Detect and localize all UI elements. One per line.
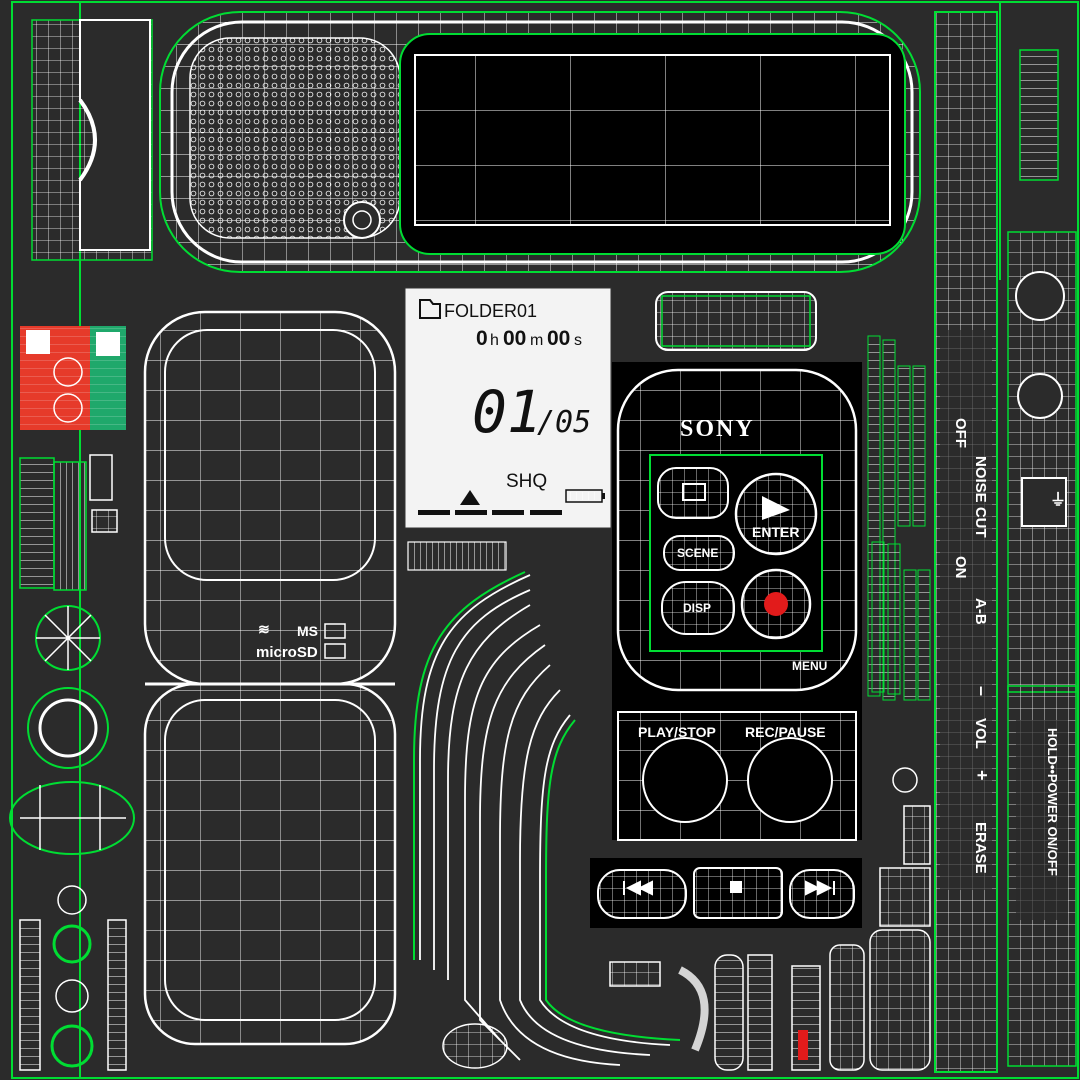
side-label-ab: A-B bbox=[972, 598, 989, 625]
lcd-display: FOLDER01 0 h 00 m 00 s 01 /05 SHQ bbox=[404, 287, 612, 529]
record-dot-icon bbox=[764, 592, 788, 616]
top-face-panel bbox=[159, 11, 921, 273]
stop-button[interactable] bbox=[693, 867, 783, 919]
side-label-vol: VOL bbox=[972, 718, 989, 749]
folder-button[interactable] bbox=[657, 467, 729, 519]
far-right-strip: ⏚ HOLD••POWER ON/OFF bbox=[1007, 49, 1077, 1067]
enter-label: ENTER bbox=[752, 524, 799, 540]
play-stop-label: PLAY/STOP bbox=[638, 724, 716, 740]
play-icon bbox=[762, 496, 790, 520]
media-logos: ≋ MS microSD bbox=[256, 621, 346, 661]
scene-button[interactable]: SCENE bbox=[663, 535, 735, 571]
lcd-track-total: /05 bbox=[537, 405, 591, 440]
lcd-level-meter bbox=[418, 490, 562, 515]
back-panel-mesh bbox=[143, 310, 397, 1046]
rec-pause-button[interactable]: REC/PAUSE bbox=[745, 724, 833, 823]
left-clip-mesh bbox=[31, 19, 153, 261]
svg-text:s: s bbox=[574, 332, 582, 349]
lcd-time-seconds: 00 bbox=[547, 327, 570, 350]
side-label-off: OFF bbox=[952, 418, 969, 448]
folder-icon bbox=[419, 299, 441, 319]
disp-label: DISP bbox=[683, 601, 711, 615]
rewind-button[interactable] bbox=[597, 869, 687, 919]
top-knob-mesh bbox=[655, 291, 817, 351]
svg-text:≋: ≋ bbox=[258, 621, 270, 637]
bottom-parts bbox=[442, 767, 931, 1071]
curved-strips-seams bbox=[413, 571, 681, 1041]
side-label-plus: + bbox=[972, 770, 992, 781]
lcd-time-hours: 0 bbox=[476, 327, 488, 350]
battery-icon bbox=[565, 489, 605, 503]
enter-button[interactable]: ENTER bbox=[734, 472, 818, 556]
forward-icon bbox=[805, 880, 835, 896]
stop-icon bbox=[730, 881, 742, 893]
side-labels: OFF NOISE CUT ON A-B – VOL + ERASE bbox=[952, 418, 992, 874]
lcd-track-number: 01 bbox=[472, 378, 542, 446]
microsd-logo: microSD bbox=[256, 644, 318, 661]
narrow-strips bbox=[867, 335, 931, 701]
lcd-folder: FOLDER01 bbox=[444, 301, 537, 321]
disp-button[interactable]: DISP bbox=[661, 581, 735, 635]
ms-logo: MS bbox=[297, 623, 318, 639]
menu-label: MENU bbox=[792, 659, 827, 673]
usb-icon: ⏚ bbox=[1050, 491, 1066, 509]
side-button-strip bbox=[934, 11, 998, 1073]
record-button[interactable] bbox=[740, 568, 812, 640]
side-label-minus: – bbox=[972, 686, 992, 696]
svg-text:m: m bbox=[530, 332, 543, 349]
curved-strips bbox=[419, 574, 671, 1066]
rewind-icon bbox=[623, 880, 653, 896]
side-label-erase: ERASE bbox=[972, 822, 989, 874]
side-label-on: ON bbox=[952, 556, 969, 579]
color-swatch bbox=[20, 326, 126, 430]
sony-logo: SONY bbox=[680, 416, 755, 442]
hold-power-label: HOLD••POWER ON/OFF bbox=[1045, 728, 1060, 876]
play-stop-button[interactable]: PLAY/STOP bbox=[638, 724, 728, 823]
lcd-time-minutes: 00 bbox=[503, 327, 526, 350]
rec-pause-label: REC/PAUSE bbox=[745, 724, 826, 740]
left-small-parts bbox=[9, 454, 135, 1071]
svg-text:h: h bbox=[490, 332, 499, 349]
side-label-noise-cut: NOISE CUT bbox=[972, 456, 989, 538]
scene-label: SCENE bbox=[677, 546, 718, 560]
lcd-cover-mesh bbox=[414, 54, 891, 226]
barcode-strip bbox=[407, 541, 507, 571]
forward-button[interactable] bbox=[789, 869, 855, 919]
red-marker bbox=[798, 1030, 808, 1060]
lcd-quality: SHQ bbox=[506, 471, 547, 492]
